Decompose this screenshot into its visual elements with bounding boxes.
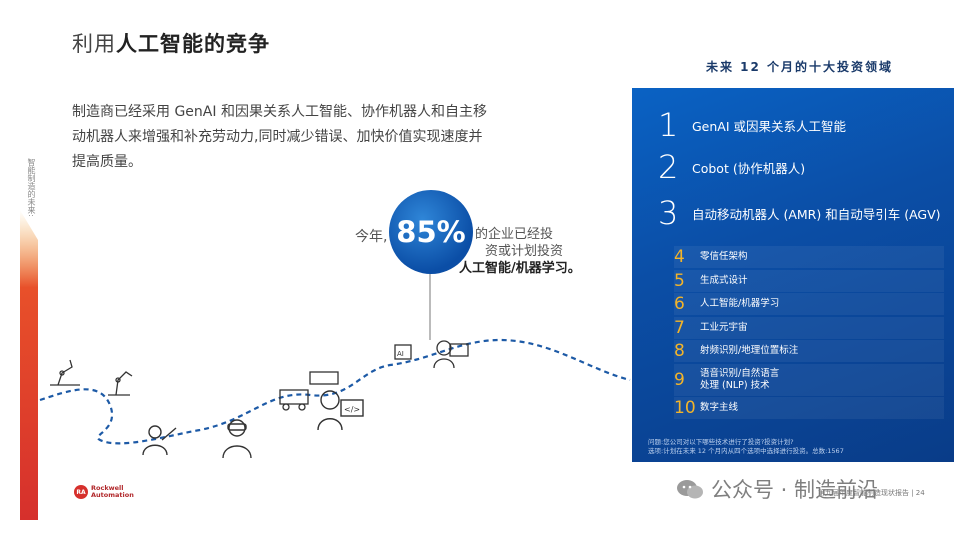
list-item: 4 零信任架构 xyxy=(674,246,944,268)
top-item-number: 2 xyxy=(658,148,679,186)
list-item-label: 生成式设计 xyxy=(700,274,748,286)
list-item-label: 语音识别/自然语言 处理 (NLP) 技术 xyxy=(700,367,780,391)
robot-arm-icon xyxy=(50,359,80,386)
worker-welding-icon xyxy=(142,425,177,456)
page-footer: 第九届年度智能制造现状报告 | 24 xyxy=(818,489,925,497)
investment-panel: 1 GenAI 或因果关系人工智能 2 Cobot (协作机器人) 3 自动移动… xyxy=(632,88,954,462)
stat-line-2: 资或计划投资 xyxy=(485,244,564,259)
list-item-label: 工业元宇宙 xyxy=(700,321,748,333)
title-bold: 人工智能的竞争 xyxy=(116,32,270,56)
side-label: 智能制造的未来: xyxy=(27,158,36,217)
robot-arm-2-icon xyxy=(108,371,133,396)
stat-line-3: 人工智能/机器学习。 xyxy=(459,261,581,276)
stat-line-1: 的企业已经投 xyxy=(475,227,554,242)
footnote-note: 选项:计划在未来 12 个月内从四个选项中选择进行投资。总数:1567 xyxy=(648,447,844,455)
journey-illustration: </> AI xyxy=(39,270,631,459)
list-item: 7 工业元宇宙 xyxy=(674,316,944,339)
list-item-number: 7 xyxy=(674,317,685,338)
ai-chip-icon: AI xyxy=(394,344,412,360)
side-strip-graphic xyxy=(20,210,38,520)
panel-heading: 未来 12 个月的十大投资领域 xyxy=(706,60,894,74)
logo-text: Rockwell Automation xyxy=(91,485,134,499)
top-item-3: 3 自动移动机器人 (AMR) 和自动导引车 (AGV) xyxy=(658,194,941,232)
list-item: 8 射频识别/地理位置标注 xyxy=(674,340,944,362)
list-item: 10 数字主线 xyxy=(674,397,944,419)
stat-description: 的企业已经投 资或计划投资 人工智能/机器学习。 xyxy=(459,226,581,277)
developer-laptop-icon: </> xyxy=(317,390,364,431)
svg-text:AI: AI xyxy=(397,350,404,358)
worker-vr-icon xyxy=(222,419,252,459)
wechat-icon xyxy=(677,480,703,499)
sub-item-list: 4 零信任架构 5 生成式设计 6 人工智能/机器学习 7 工业元宇宙 8 射频识别/地理… xyxy=(674,246,944,421)
top-item-label: GenAI 或因果关系人工智能 xyxy=(692,118,847,134)
list-item: 6 人工智能/机器学习 xyxy=(674,293,944,315)
list-item-number: 4 xyxy=(674,247,685,267)
company-logo: RA Rockwell Automation xyxy=(74,485,134,499)
journey-dashed-path xyxy=(39,338,631,445)
side-accent-strip xyxy=(20,150,38,520)
list-item-number: 8 xyxy=(674,341,685,361)
list-item: 5 生成式设计 xyxy=(674,269,944,292)
top-item-number: 3 xyxy=(658,194,679,232)
logo-line-2: Automation xyxy=(91,491,134,499)
top-item-label: Cobot (协作机器人) xyxy=(692,160,806,176)
svg-text:</>: </> xyxy=(344,405,360,414)
list-item-number: 5 xyxy=(674,270,685,291)
list-item-label: 数字主线 xyxy=(700,402,739,413)
body-paragraph: 制造商已经采用 GenAI 和因果关系人工智能、协作机器人和自主移动机器人来增强… xyxy=(72,104,487,170)
list-item-label: 零信任架构 xyxy=(700,251,748,262)
list-item-label: 射频识别/地理位置标注 xyxy=(700,345,799,356)
engineer-screen-icon xyxy=(433,340,469,369)
logo-line-1: Rockwell xyxy=(91,484,124,492)
list-item-number: 10 xyxy=(674,398,696,418)
logo-mark-icon: RA xyxy=(74,485,88,499)
page-title: 利用人工智能的竞争 xyxy=(72,28,270,58)
list-item-number: 9 xyxy=(674,369,685,390)
footnote-question: 问题:您公司对以下哪些技术进行了投资?投资计划? xyxy=(648,438,794,446)
list-item-number: 6 xyxy=(674,294,685,314)
title-prefix: 利用 xyxy=(72,32,116,56)
list-item: 9 语音识别/自然语言 处理 (NLP) 技术 xyxy=(674,363,944,396)
top-item-1: 1 GenAI 或因果关系人工智能 xyxy=(658,106,846,144)
top-item-label: 自动移动机器人 (AMR) 和自动导引车 (AGV) xyxy=(692,206,941,222)
stat-circle: 85% xyxy=(389,190,473,274)
watermark-text: 公众号 · 制造前沿 xyxy=(711,478,879,502)
top-item-number: 1 xyxy=(658,106,679,144)
stat-prefix: 今年, xyxy=(355,229,388,245)
forklift-icon xyxy=(279,371,339,411)
panel-footnote: 问题:您公司对以下哪些技术进行了投资?投资计划? 选项:计划在未来 12 个月内… xyxy=(648,438,948,456)
watermark: 公众号 · 制造前沿 xyxy=(675,474,878,504)
list-item-label: 人工智能/机器学习 xyxy=(700,298,780,309)
top-item-2: 2 Cobot (协作机器人) xyxy=(658,148,805,186)
